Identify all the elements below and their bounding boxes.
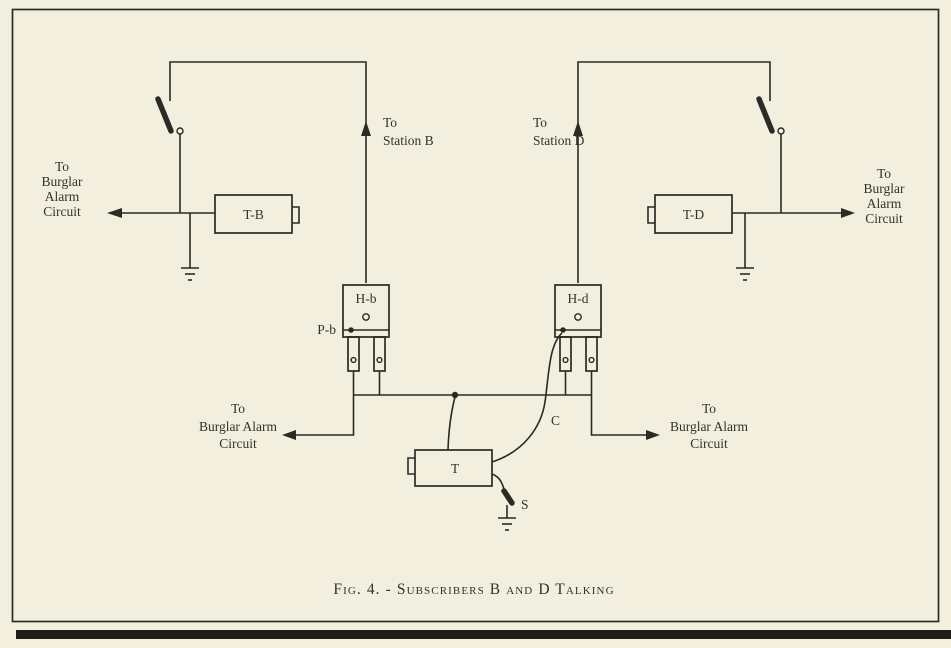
ringer-label-t-d: T-D: [683, 207, 705, 222]
label-line: To: [55, 159, 69, 174]
jack-h-d-label: H-d: [568, 291, 589, 306]
label-line: Alarm: [45, 189, 80, 204]
label-line: To: [877, 166, 891, 181]
jack-prong: [347, 336, 360, 372]
plug-s-label: S: [521, 497, 529, 512]
label-line: Burglar: [42, 174, 83, 189]
station-b-label-line: Station B: [383, 133, 434, 148]
terminal-t: [407, 457, 415, 475]
label-line: Circuit: [219, 436, 257, 451]
label-line: To: [231, 401, 245, 416]
station-d-lead: To Station D: [533, 115, 585, 148]
terminal-t-b: [292, 206, 300, 224]
label-line: Burglar: [864, 181, 905, 196]
station-b-lead: To Station B: [361, 115, 434, 148]
arrow-left-icon: [107, 208, 122, 218]
jack-h-d-contact: [574, 313, 582, 321]
burglar-alarm-label-top-right: To Burglar Alarm Circuit: [864, 166, 905, 226]
cord-c-label: C: [551, 413, 560, 428]
jack-prong: [559, 336, 572, 372]
wire-top-right: [577, 61, 771, 283]
ground-symbol-d: [736, 267, 754, 281]
arrow-up-station-b-icon: [361, 121, 371, 136]
ringer-box-t-d: [654, 194, 733, 234]
label-line: Circuit: [865, 211, 903, 226]
transmitter-label-t: T: [451, 461, 460, 476]
burglar-alarm-lead-mid-left: To Burglar Alarm Circuit: [199, 395, 355, 451]
cord-to-plug: [491, 473, 505, 490]
station-d-label-line: Station D: [533, 133, 585, 148]
hook-switch-lever-b: [155, 96, 174, 134]
ground-symbol-s: [498, 517, 516, 531]
label-line: Burglar Alarm: [199, 419, 278, 434]
wire-mid-left: [292, 395, 355, 436]
terminal-t-d: [647, 206, 655, 224]
arrow-left-icon: [282, 430, 296, 440]
hook-switch-lever-d: [756, 96, 775, 134]
jack-prong: [373, 336, 386, 372]
jack-h-b-label: H-b: [356, 291, 377, 306]
wire-top-left: [169, 61, 367, 283]
subscriber-b-circuit: T-B: [107, 61, 367, 283]
jack-h-b-contact: [362, 313, 370, 321]
page-bottom-edge: [16, 630, 951, 639]
switch-contact-b: [176, 127, 184, 135]
wire-mid-right: [590, 395, 650, 436]
label-line: Burglar Alarm: [670, 419, 749, 434]
junction-dot: [451, 391, 459, 399]
prong-contact: [588, 356, 595, 364]
ringer-label-t-b: T-B: [243, 207, 264, 222]
label-line: Circuit: [690, 436, 728, 451]
station-d-label-line: To: [533, 115, 547, 130]
plug-s: [501, 488, 515, 506]
ground-symbol-b: [181, 267, 199, 281]
burglar-alarm-lead-mid-right: To Burglar Alarm Circuit: [590, 395, 749, 451]
switch-contact-d: [777, 127, 785, 135]
burglar-alarm-label-top-left: To Burglar Alarm Circuit: [42, 159, 83, 219]
prong-contact: [350, 356, 357, 364]
station-b-label-line: To: [383, 115, 397, 130]
cord-to-bus: [447, 396, 456, 451]
arrow-right-icon: [646, 430, 660, 440]
cord-c: [491, 332, 563, 463]
figure-border: [11, 8, 940, 623]
label-line: Circuit: [43, 204, 81, 219]
contact-dot-h-d: [560, 327, 566, 333]
jack-h-b-body: [342, 284, 390, 338]
arrow-right-icon: [841, 208, 855, 218]
operator-set-t: T C S: [407, 332, 563, 531]
jack-h-b: H-b P-b: [317, 284, 390, 395]
label-line: To: [702, 401, 716, 416]
ringer-box-t-b: [214, 194, 293, 234]
subscriber-d-circuit: T-D: [577, 61, 855, 283]
transmitter-box-t: [414, 449, 493, 487]
jack-h-d-body: [554, 284, 602, 338]
label-line: Alarm: [867, 196, 902, 211]
prong-contact: [562, 356, 569, 364]
jack-h-d: H-d: [554, 284, 602, 395]
contact-dot-p-b: [348, 327, 354, 333]
contact-label-p-b: P-b: [317, 322, 336, 337]
figure-caption: Fig. 4. - Subscribers B and D Talking: [333, 581, 614, 598]
prong-contact: [376, 356, 383, 364]
arrow-up-station-d-icon: [573, 121, 583, 136]
jack-prong: [585, 336, 598, 372]
